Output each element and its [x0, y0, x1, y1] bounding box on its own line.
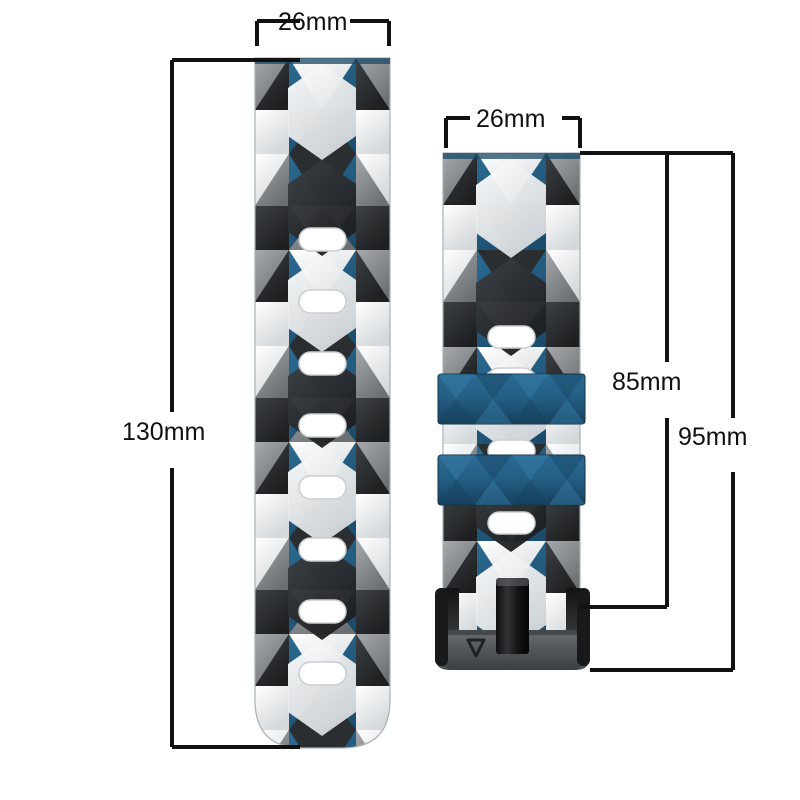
dim-right-95: [590, 151, 735, 672]
keeper-loop-upper: [437, 373, 586, 425]
dim-right-width: [444, 116, 582, 148]
keeper-loop-lower: [437, 454, 586, 506]
dim-left-width: [255, 19, 391, 46]
dim-label-right-85: 85mm: [612, 368, 682, 396]
dim-label-left-width: 26mm: [278, 8, 348, 36]
dim-label-right-width: 26mm: [476, 105, 546, 133]
right-strap: [435, 152, 590, 670]
dim-label-right-95: 95mm: [678, 423, 748, 451]
dimension-lines: [170, 19, 735, 749]
left-strap-holes: [298, 227, 347, 686]
dim-label-left-length: 130mm: [122, 418, 206, 446]
left-strap: [254, 57, 391, 749]
dim-right-85: [580, 151, 669, 609]
buckle-chevron-icon: [466, 638, 486, 658]
buckle: [435, 578, 590, 670]
dim-left-length: [170, 58, 300, 749]
